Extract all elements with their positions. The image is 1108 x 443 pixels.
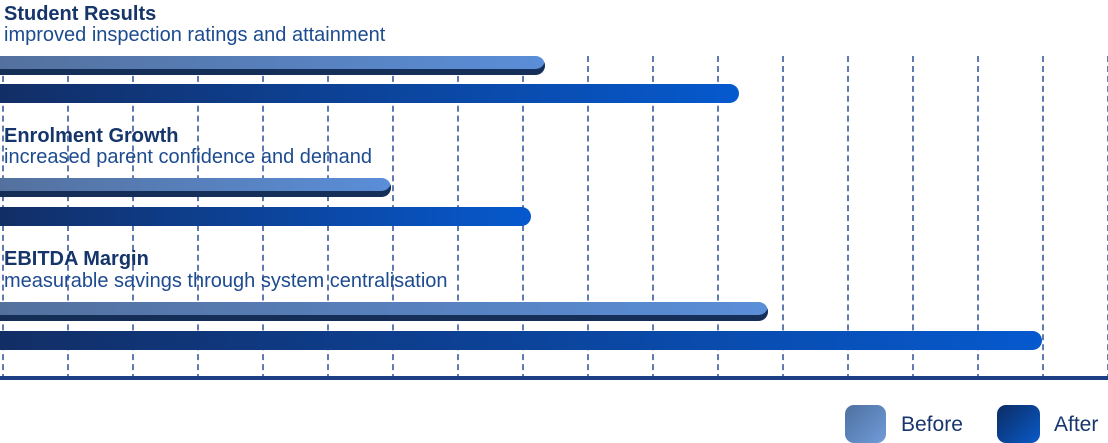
legend-after-swatch [997,405,1040,443]
legend-after-label: After [1054,413,1099,436]
gridline [977,56,979,380]
after-bar [0,331,1042,350]
before-bar [0,302,768,321]
gridline [1042,56,1044,380]
category-title: Enrolment Growth [4,125,179,147]
gridline [782,56,784,380]
after-bar [0,207,531,226]
x-axis-line [0,376,1108,380]
gridline [847,56,849,380]
category-title: Student Results [4,3,157,25]
before-bar [0,56,545,75]
legend: Before After [0,404,1108,443]
category-subtitle: improved inspection ratings and attainme… [4,24,386,46]
legend-before-swatch [845,405,886,443]
after-bar [0,84,739,103]
legend-before-label: Before [901,413,963,436]
category-subtitle: measurable savings through system centra… [4,270,448,292]
gridline [912,56,914,380]
gridline [652,56,654,380]
gridline [717,56,719,380]
category-title: EBITDA Margin [4,248,149,270]
before-bar [0,178,391,197]
category-subtitle: increased parent confidence and demand [4,146,373,168]
gridline [587,56,589,380]
